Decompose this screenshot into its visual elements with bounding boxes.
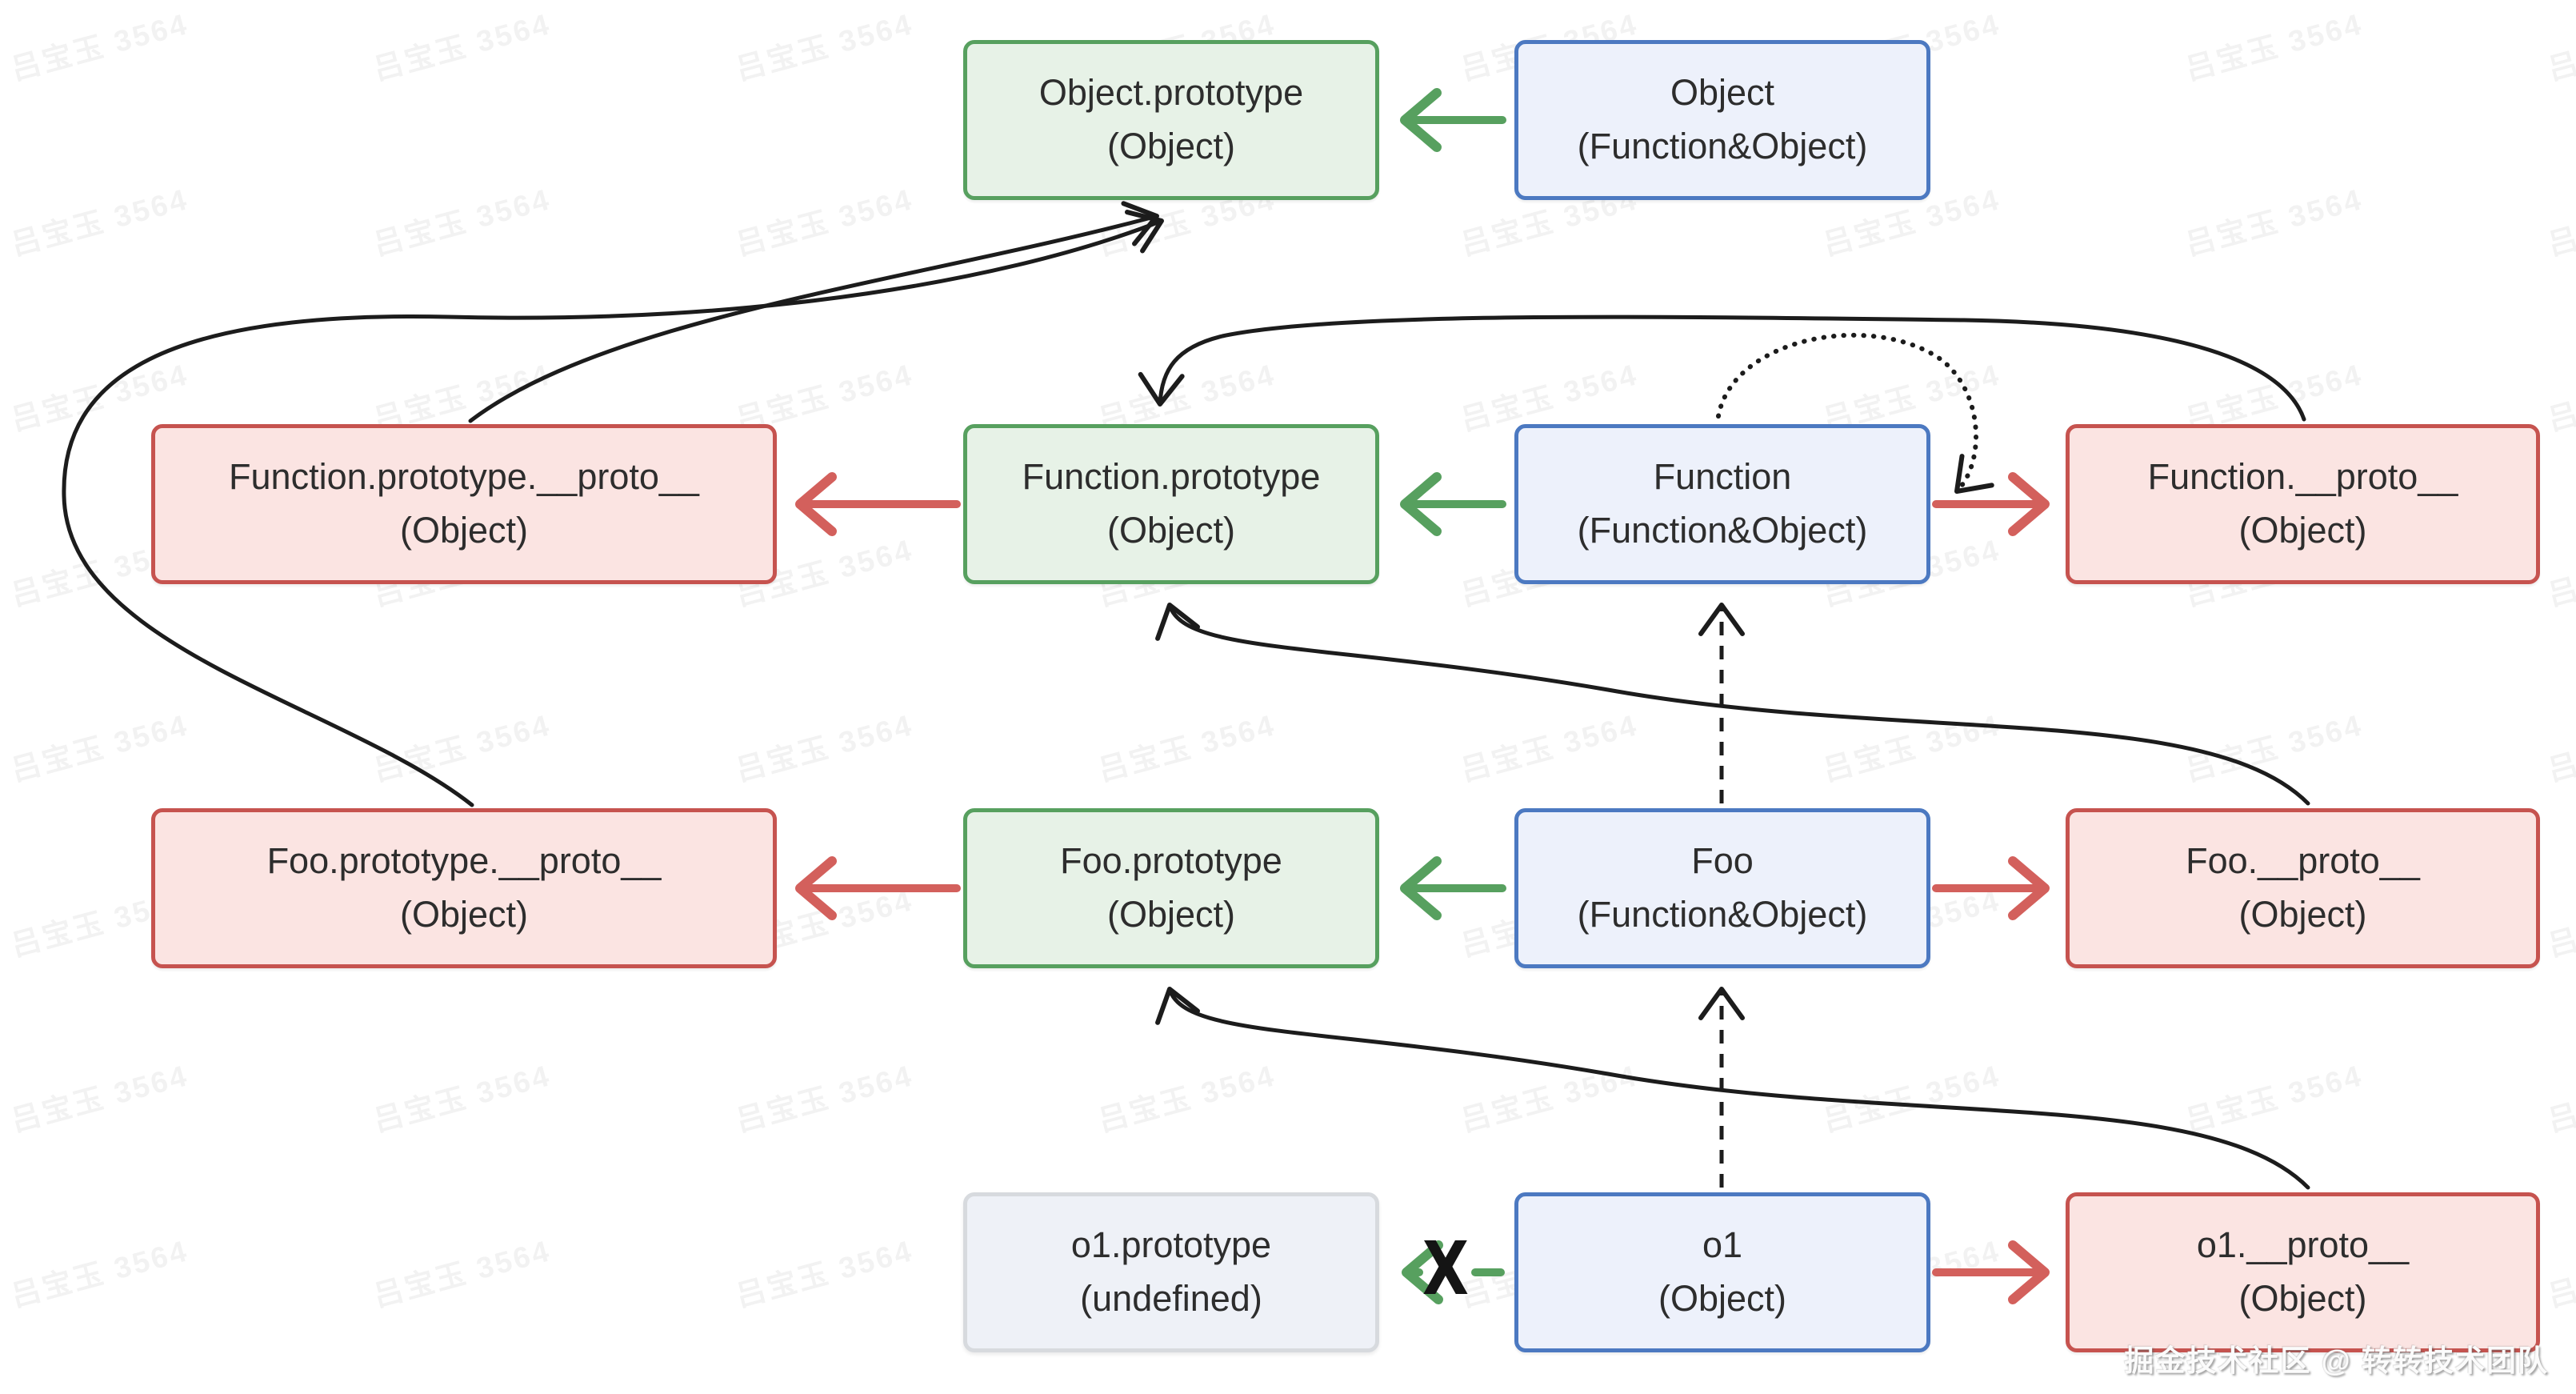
node-label: Object.prototype [1038,72,1304,114]
edge-foo-prototype-proto-to-object-prototype [62,210,1164,807]
node-function: Function (Function&Object) [1514,424,1930,584]
node-foo-prototype-proto: Foo.prototype.__proto__ (Object) [151,808,777,968]
node-object: Object (Function&Object) [1514,40,1930,200]
node-sublabel: (undefined) [1080,1278,1262,1319]
node-label: o1.prototype [1070,1224,1272,1266]
node-o1-prototype: o1.prototype (undefined) [963,1192,1379,1352]
node-sublabel: (Function&Object) [1577,510,1868,551]
node-sublabel: (Object) [2238,510,2367,551]
edge-function-proto-to-function-prototype [1138,314,2306,422]
node-label: Function [1653,456,1792,498]
node-label: Foo.prototype.__proto__ [266,840,662,882]
node-foo: Foo (Function&Object) [1514,808,1930,968]
node-sublabel: (Object) [1658,1278,1787,1319]
node-sublabel: (Object) [399,894,529,935]
node-label: o1.__proto__ [2196,1224,2410,1266]
node-o1: o1 (Object) [1514,1192,1930,1352]
node-sublabel: (Function&Object) [1577,894,1868,935]
node-o1-proto: o1.__proto__ (Object) [2066,1192,2540,1352]
node-label: Function.prototype.__proto__ [229,456,699,498]
node-label: Function.__proto__ [2147,456,2458,498]
node-label: Foo [1691,840,1754,882]
node-function-proto: Function.__proto__ (Object) [2066,424,2540,584]
node-sublabel: (Object) [1106,510,1236,551]
node-function-prototype-proto: Function.prototype.__proto__ (Object) [151,424,777,584]
node-foo-proto: Foo.__proto__ (Object) [2066,808,2540,968]
node-sublabel: (Object) [2238,894,2367,935]
blocked-cross-marker: X [1422,1226,1470,1312]
node-function-prototype: Function.prototype (Object) [963,424,1379,584]
edge-foo-proto-to-function-prototype [1155,603,2310,806]
node-sublabel: (Object) [1106,126,1236,166]
node-label: Function.prototype [1022,456,1321,498]
node-sublabel: (Object) [2238,1278,2367,1319]
node-sublabel: (Object) [399,510,529,551]
node-label: Foo.__proto__ [2186,840,2420,882]
edge-o1-proto-to-foo-prototype [1155,987,2310,1190]
node-label: o1 [1702,1224,1743,1266]
node-label: Object [1670,72,1775,114]
node-label: Foo.prototype [1060,840,1282,882]
node-sublabel: (Object) [1106,894,1236,935]
credit-watermark: 掘金技术社区 @ 转转技术团队 [2124,1344,2549,1377]
node-object-prototype: Object.prototype (Object) [963,40,1379,200]
node-foo-prototype: Foo.prototype (Object) [963,808,1379,968]
node-sublabel: (Function&Object) [1577,126,1868,166]
